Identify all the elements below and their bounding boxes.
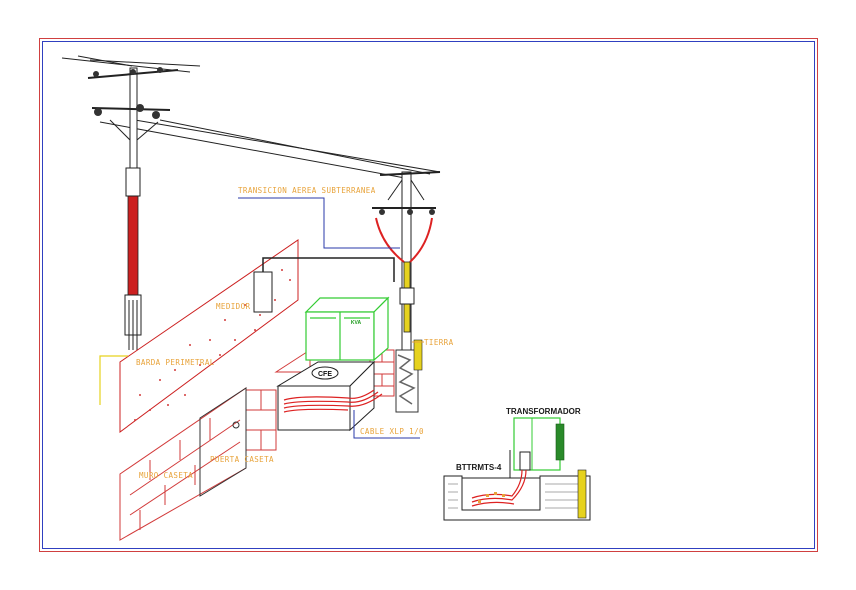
pad-mounted-transformer: KVA bbox=[304, 296, 390, 362]
meter-box bbox=[253, 271, 273, 313]
label-tierra: TIERRA bbox=[424, 338, 454, 347]
kva-label: KVA bbox=[351, 320, 362, 326]
label-cable: CABLE XLP 1/0 bbox=[360, 427, 424, 436]
annotations: TRANSICION AEREA SUBTERRANEA TIERRA CABL… bbox=[99, 186, 454, 480]
transformer-section-detail: TRANSFORMADOR BTTRMTS-4 bbox=[443, 407, 591, 521]
inner-frame bbox=[42, 41, 815, 549]
left-pole-riser bbox=[127, 194, 139, 296]
label-puerta: PUERTA CASETA bbox=[210, 455, 274, 464]
cfe-label: CFE bbox=[318, 371, 332, 378]
right-pole-ground-trench bbox=[395, 339, 423, 413]
label-medidor: MEDIDOR bbox=[216, 302, 250, 311]
outer-frame bbox=[39, 38, 818, 552]
label-transformador: TRANSFORMADOR bbox=[506, 407, 581, 416]
left-utility-pole bbox=[87, 67, 179, 350]
label-barda: BARDA PERIMETRAL bbox=[136, 358, 215, 367]
overhead-lines bbox=[61, 55, 441, 179]
cfe-badge bbox=[311, 366, 339, 380]
label-transicion: TRANSICION AEREA SUBTERRANEA bbox=[238, 186, 376, 195]
label-bttrmts: BTTRMTS-4 bbox=[456, 463, 502, 472]
right-utility-pole bbox=[372, 171, 441, 413]
door-outline bbox=[199, 387, 247, 497]
label-muro: MURO CASETA bbox=[139, 471, 193, 480]
transition-cable bbox=[375, 217, 433, 263]
cfe-vault: CFE bbox=[276, 360, 383, 432]
perimeter-wall bbox=[119, 239, 395, 433]
